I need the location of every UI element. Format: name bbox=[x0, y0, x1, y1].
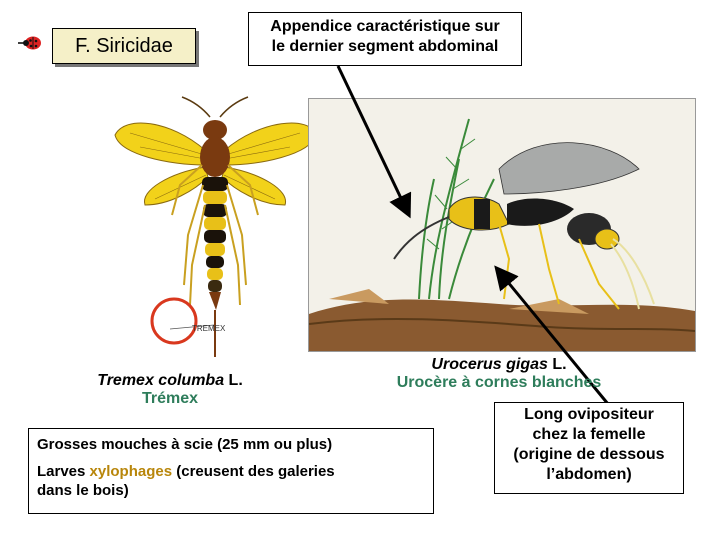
tremex-caption: Tremex columba L. Trémex bbox=[80, 372, 260, 408]
urocerus-caption: Urocerus gigas L. Urocère à cornes blanc… bbox=[372, 356, 626, 392]
urocerus-species-name: Urocerus gigas L. bbox=[431, 356, 567, 373]
ovipositor-line-3: (origine de dessous bbox=[513, 446, 665, 463]
tremex-species-name: Tremex columba L. bbox=[97, 372, 243, 389]
info-larvae-line: Larves xylophages (creusent des galeries bbox=[37, 463, 335, 480]
urocerus-common-name: Urocère à cornes blanches bbox=[396, 374, 602, 391]
ovipositor-line-4: l’abdomen) bbox=[546, 466, 632, 483]
info-larvae-line-2: dans le bois) bbox=[37, 482, 129, 499]
xylophages-highlight: xylophages bbox=[89, 463, 173, 480]
info-size-line: Grosses mouches à scie (25 mm ou plus) bbox=[37, 436, 333, 453]
callout-line-2: le dernier segment abdominal bbox=[271, 38, 499, 55]
family-info-box: Grosses mouches à scie (25 mm ou plus) L… bbox=[28, 428, 434, 514]
ovipositor-line-2: chez la femelle bbox=[532, 426, 646, 443]
tremex-common-name: Trémex bbox=[141, 390, 199, 407]
arrow-to-appendage bbox=[336, 65, 412, 219]
ovipositor-line-1: Long ovipositeur bbox=[524, 406, 654, 423]
ovipositor-note: Long ovipositeur chez la femelle (origin… bbox=[494, 402, 684, 494]
ladybug-bullet-icon bbox=[18, 36, 41, 50]
callout-line-1: Appendice caractéristique sur bbox=[270, 18, 500, 35]
family-title-text: F. Siricidae bbox=[75, 34, 173, 57]
tremex-image-label: TREMEX bbox=[192, 324, 226, 333]
family-title: F. Siricidae bbox=[52, 28, 196, 64]
tremex-illustration: TREMEX bbox=[114, 96, 317, 357]
arrow-to-ovipositor bbox=[494, 265, 610, 405]
appendage-callout: Appendice caractéristique sur le dernier… bbox=[248, 12, 522, 66]
